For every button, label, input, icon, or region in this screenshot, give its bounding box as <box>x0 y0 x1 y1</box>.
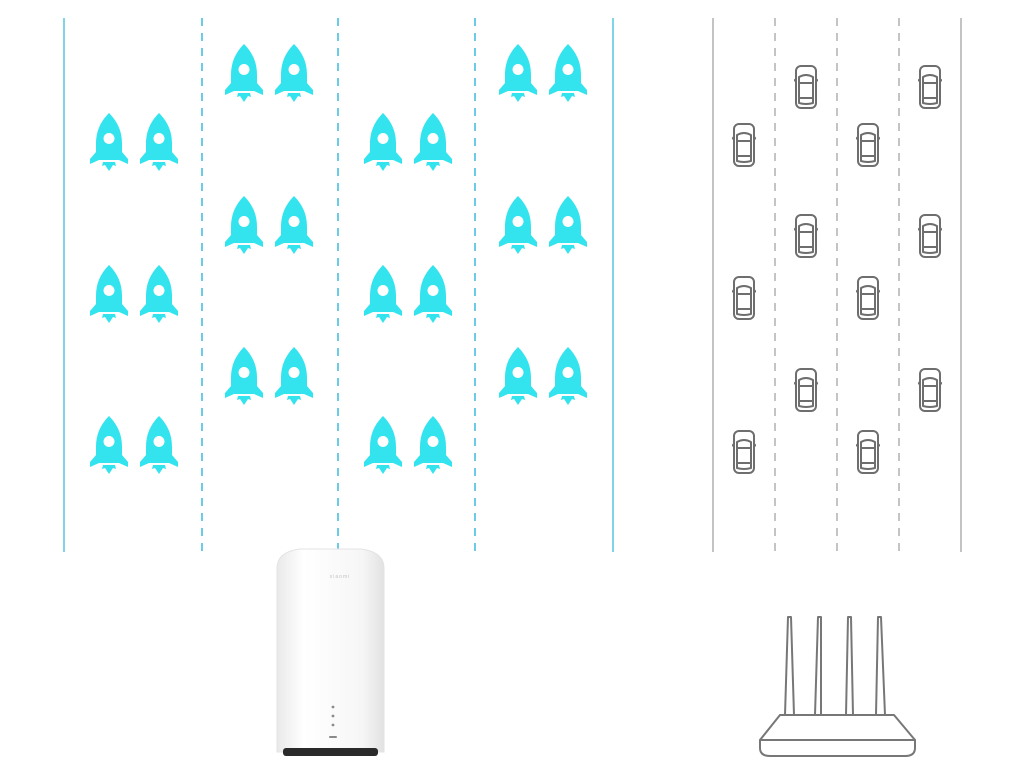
rocket-icon <box>499 44 537 102</box>
rocket-icon <box>140 113 178 171</box>
rocket-icon <box>549 196 587 254</box>
rocket-icon <box>364 416 402 474</box>
rocket-icon <box>364 113 402 171</box>
rocket-icon <box>90 113 128 171</box>
rocket-icon <box>499 196 537 254</box>
car-icon <box>856 276 880 320</box>
tower-router-icon <box>276 548 385 756</box>
car-icon <box>794 368 818 412</box>
rocket-icon <box>225 44 263 102</box>
rocket-icon <box>225 196 263 254</box>
car-icon <box>856 430 880 474</box>
rocket-icon <box>499 347 537 405</box>
car-icon <box>732 276 756 320</box>
blue-lane-lines <box>63 18 614 552</box>
rocket-icon <box>140 265 178 323</box>
rocket-icon <box>90 416 128 474</box>
rocket-icon <box>364 265 402 323</box>
rocket-icon <box>225 347 263 405</box>
car-icon <box>732 430 756 474</box>
rocket-icon <box>549 44 587 102</box>
rocket-icon <box>90 265 128 323</box>
car-icon <box>918 368 942 412</box>
rocket-icon <box>414 265 452 323</box>
car-icon <box>794 214 818 258</box>
car-icon <box>732 123 756 167</box>
rocket-icon <box>140 416 178 474</box>
rocket-icon <box>414 416 452 474</box>
rocket-icon <box>549 347 587 405</box>
rocket-icon <box>414 113 452 171</box>
car-icon <box>794 65 818 109</box>
car-icon <box>918 214 942 258</box>
antenna-router-icon <box>759 616 916 757</box>
rocket-icon <box>275 347 313 405</box>
rocket-icon <box>275 44 313 102</box>
tower-brand-label: xiaomi <box>329 574 351 580</box>
car-icon <box>856 123 880 167</box>
gray-lane-lines <box>712 18 962 552</box>
car-icon <box>918 65 942 109</box>
rocket-icon <box>275 196 313 254</box>
